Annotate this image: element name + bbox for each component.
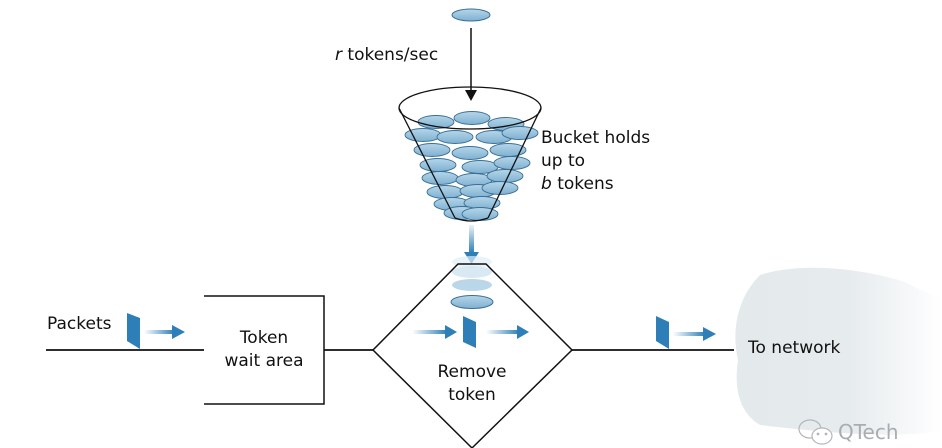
- fading-token: [452, 256, 492, 268]
- to-network-label: To network: [748, 338, 841, 358]
- token-drop-arrow: [469, 225, 474, 253]
- bucket-label-line3: b tokens: [541, 173, 650, 196]
- remove-token-line2: token: [448, 385, 496, 405]
- token-wait-area-label: Token wait area: [204, 327, 324, 373]
- next-token: [450, 295, 494, 309]
- packet-icon-input: [127, 313, 140, 349]
- bucket-side-left: [398, 107, 456, 219]
- bucket-token: [436, 130, 474, 144]
- bucket-token: [421, 171, 459, 185]
- bucket-token: [413, 143, 451, 157]
- packet-icon-remove: [463, 316, 476, 348]
- bucket-label-line1: Bucket holds: [541, 128, 651, 148]
- remove-token-line1: Remove: [437, 362, 507, 382]
- bucket-label-line2: up to: [541, 151, 586, 171]
- bucket-token: [501, 126, 539, 140]
- packet-arrow-head-output: [703, 327, 716, 341]
- network-cloud: [735, 267, 942, 435]
- bucket-label-tokens: tokens: [551, 174, 614, 194]
- bucket-token: [451, 146, 489, 160]
- fading-token: [452, 279, 492, 291]
- rate-text: tokens/sec: [342, 45, 439, 65]
- packets-label: Packets: [47, 314, 112, 334]
- bucket-variable: b: [541, 174, 552, 194]
- packet-arrow-out-remove: [486, 330, 519, 334]
- packet-arrow-output: [673, 332, 705, 336]
- bucket-side-right: [487, 107, 542, 219]
- wait-area-line2: wait area: [224, 351, 304, 371]
- packet-arrow-head-in-remove: [445, 325, 457, 339]
- packet-arrow-input: [144, 330, 174, 334]
- fading-token: [452, 266, 492, 278]
- rate-label: r tokens/sec: [335, 44, 438, 67]
- packet-arrow-head-input: [172, 325, 185, 339]
- bucket-token: [426, 185, 464, 199]
- bucket-tokens: [404, 111, 539, 221]
- watermark-text: QTech: [838, 420, 899, 444]
- packet-icon-output: [656, 316, 669, 349]
- bucket-capacity-label: Bucket holds up to b tokens: [541, 127, 650, 196]
- wechat-icon: [798, 419, 833, 445]
- remove-token-diamond: [371, 263, 574, 448]
- rate-variable: r: [335, 45, 342, 65]
- bucket-token: [486, 169, 524, 183]
- packet-arrow-in-remove: [412, 330, 447, 334]
- packet-arrow-head-out-remove: [517, 325, 529, 339]
- bucket-token: [453, 111, 491, 125]
- incoming-token: [451, 8, 491, 22]
- rate-arrow-head: [465, 90, 477, 101]
- wait-area-line1: Token: [239, 328, 289, 348]
- remove-token-label: Remove token: [412, 361, 532, 407]
- bucket-bottom: [454, 217, 489, 222]
